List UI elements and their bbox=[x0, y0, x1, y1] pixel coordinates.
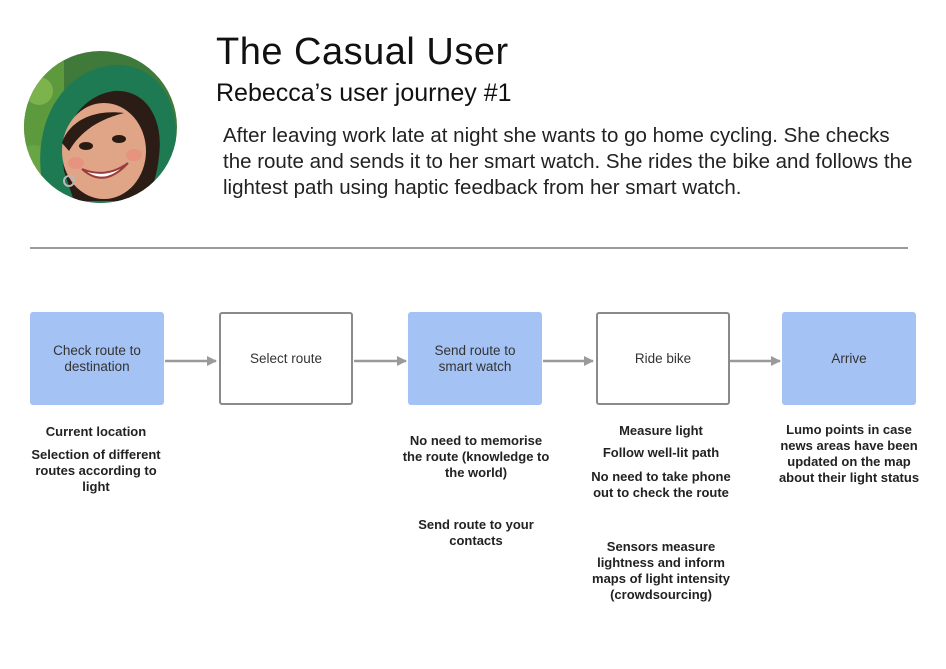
note-measure-light: Measure light bbox=[619, 423, 703, 438]
scenario-description: After leaving work late at night she wan… bbox=[223, 124, 913, 199]
section-divider bbox=[30, 247, 908, 249]
step-ride-bike: Ride bike bbox=[596, 312, 730, 405]
note-current-location: Current location bbox=[45, 424, 147, 439]
page-subtitle: Rebecca’s user journey #1 bbox=[216, 79, 512, 107]
step-select-route: Select route bbox=[219, 312, 353, 405]
note-send-contacts: Send route to your contacts bbox=[418, 517, 534, 548]
note-no-phone: No need to take phone out to check the r… bbox=[591, 469, 731, 500]
step-ride-bike-label: Ride bike bbox=[634, 350, 692, 366]
step-check-route: Check route to destination bbox=[30, 312, 164, 405]
note-lumo-points: Lumo points in case news areas have been… bbox=[778, 422, 920, 485]
user-avatar bbox=[24, 51, 177, 203]
note-sensors: Sensors measure lightness and inform map… bbox=[592, 539, 730, 602]
step-send-route: Send route to smart watch bbox=[408, 312, 542, 405]
user-photo bbox=[24, 51, 177, 203]
step-send-route-label: Send route to smart watch bbox=[434, 342, 516, 374]
step-arrive-label: Arrive bbox=[831, 350, 867, 366]
note-well-lit-path: Follow well-lit path bbox=[602, 445, 720, 460]
step-select-route-label: Select route bbox=[249, 350, 323, 366]
step-arrive: Arrive bbox=[782, 312, 916, 405]
note-route-selection: Selection of different routes according … bbox=[31, 447, 161, 494]
step-check-route-label: Check route to destination bbox=[53, 342, 141, 374]
note-no-memorise: No need to memorise the route (knowledge… bbox=[402, 433, 550, 480]
page-title: The Casual User bbox=[216, 31, 509, 73]
